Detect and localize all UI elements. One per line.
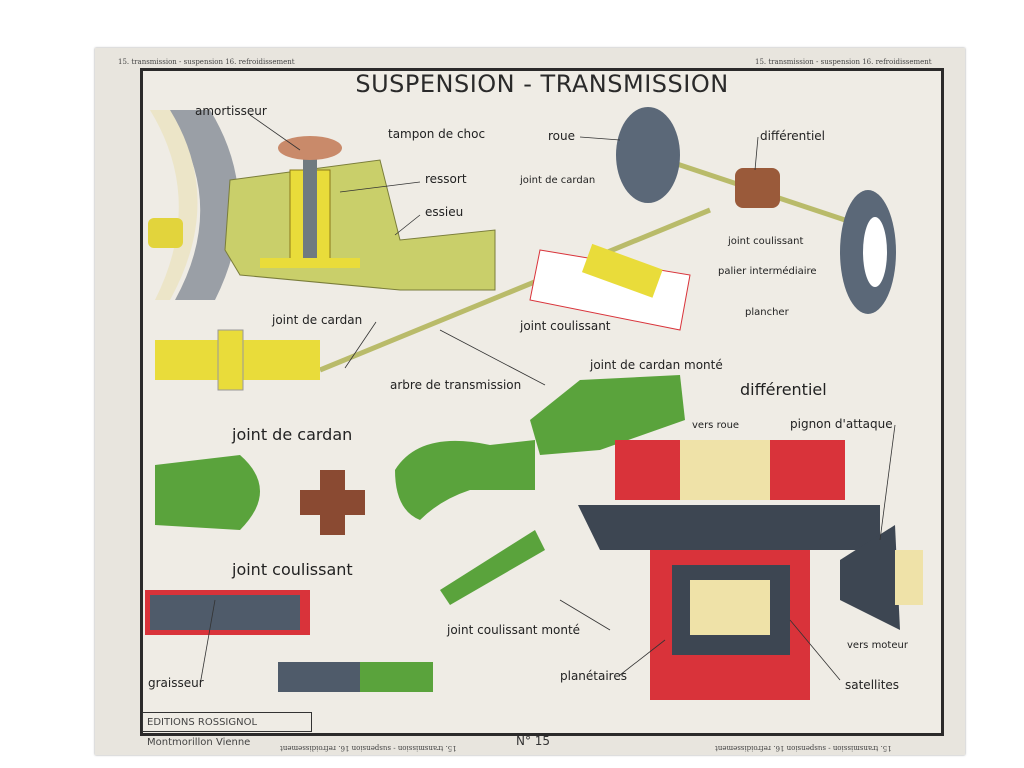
border-text-bottom-right: 15. transmission - suspension 16. refroi… (715, 744, 892, 752)
label-pignon: pignon d'attaque (790, 417, 893, 431)
border-text-top-right: 15. transmission - suspension 16. refroi… (755, 58, 932, 66)
driveshaft (319, 207, 711, 373)
hub-left (148, 218, 183, 248)
label-differentiel-big: différentiel (740, 380, 827, 399)
label-cardan-monte: joint de cardan monté (590, 358, 723, 372)
label-ressort: ressort (425, 172, 467, 186)
border-text-top-left: 15. transmission - suspension 16. refroi… (118, 58, 295, 66)
poster-title: SUSPENSION - TRANSMISSION (355, 70, 729, 98)
shock-absorber (303, 150, 317, 260)
label-roue: roue (548, 129, 575, 143)
border-text-bottom: 15. transmission - suspension 16. refroi… (280, 744, 457, 752)
buffer (278, 136, 342, 160)
label-arbre: arbre de transmission (390, 378, 522, 392)
label-essieu: essieu (425, 205, 464, 219)
label-satellites: satellites (845, 678, 900, 692)
label-joint-coulissant-small: joint coulissant (728, 236, 804, 247)
label-vers-roue: vers roue (692, 420, 740, 431)
wheel-right-top (616, 107, 680, 203)
label-vers-moteur: vers moteur (847, 640, 908, 651)
differential-housing (735, 168, 780, 208)
label-joint-cardan-big: joint de cardan (232, 425, 353, 444)
yoke-green-2 (395, 440, 535, 520)
pinion-gear (840, 525, 900, 630)
ring-gear (578, 505, 880, 550)
label-differentiel-top: différentiel (760, 129, 826, 143)
label-planetaires: planétaires (560, 669, 627, 683)
label-palier: palier intermédiaire (718, 266, 817, 277)
label-coulissant-monte: joint coulissant monté (447, 623, 581, 637)
label-graisseur: graisseur (148, 676, 204, 690)
label-joint-cardan-mid: joint de cardan (272, 313, 363, 327)
label-joint-coulissant-big: joint coulissant (232, 560, 353, 579)
cross-brown (300, 470, 365, 535)
label-tampon: tampon de choc (388, 127, 486, 141)
label-joint-cardan-small: joint de cardan (520, 175, 596, 186)
wheel-rim-left (165, 110, 239, 300)
label-amortisseur: amortisseur (195, 104, 267, 118)
yoke-green-1 (155, 455, 260, 530)
label-joint-coulissant-mid: joint coulissant (520, 319, 611, 333)
label-plancher: plancher (745, 307, 789, 318)
cardan-assembled (530, 375, 685, 455)
poster-number: N° 15 (516, 734, 551, 748)
publisher-box: EDITIONS ROSSIGNOL Montmorillon Vienne (142, 712, 312, 748)
